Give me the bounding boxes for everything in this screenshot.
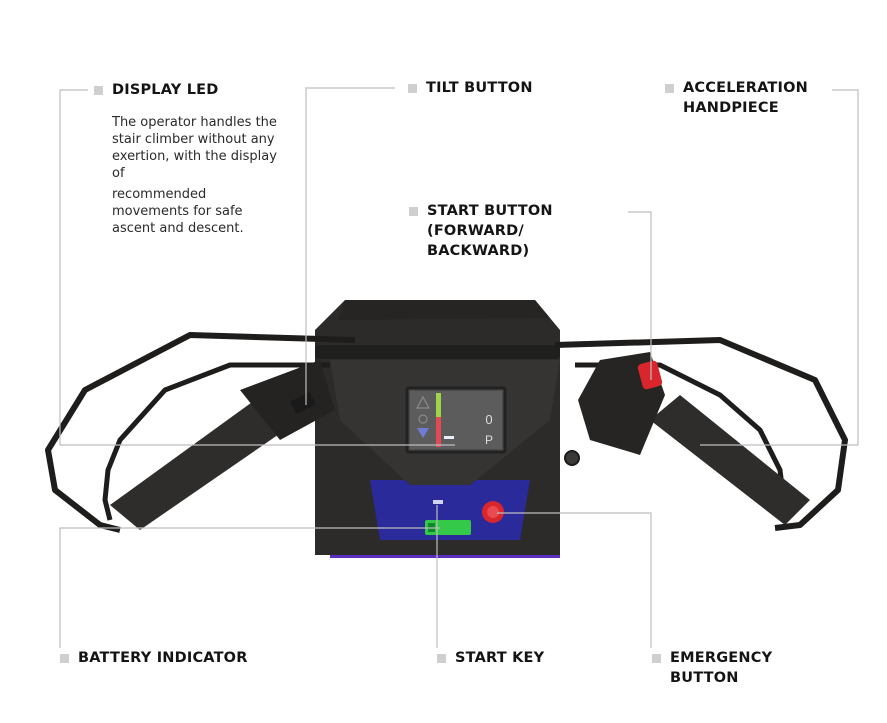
- left-outer-rail: [45, 332, 356, 533]
- callout-start-button: START BUTTON (FORWARD/ BACKWARD): [409, 201, 553, 261]
- up-arrow-icon: [415, 395, 431, 409]
- left-switch-block: [240, 360, 335, 440]
- callout-title: START BUTTON (FORWARD/ BACKWARD): [427, 203, 553, 259]
- callout-battery-indicator: BATTERY INDICATOR: [60, 648, 248, 668]
- leader-battery-indicator: [59, 527, 440, 648]
- tilt-button-part: [290, 392, 316, 414]
- display-gear-value: 0: [485, 412, 492, 427]
- cross-bar: [315, 345, 560, 359]
- callout-title: DISPLAY LED: [112, 82, 219, 98]
- display-led-description: The operator handles the stair climber w…: [112, 114, 277, 237]
- leader-emergency-button: [497, 512, 652, 648]
- callout-emergency-button: EMERGENCY BUTTON: [652, 648, 773, 688]
- callout-title: ACCELERATION HANDPIECE: [683, 80, 808, 116]
- bullet-icon: [94, 86, 103, 95]
- emergency-button-cap: [487, 506, 499, 518]
- bullet-icon: [408, 84, 417, 93]
- callout-title: EMERGENCY BUTTON: [670, 650, 773, 686]
- display-mode-value: P: [485, 433, 493, 447]
- down-arrow-icon: [417, 428, 429, 438]
- bullet-icon: [652, 654, 661, 663]
- display-bar-red: [436, 417, 441, 447]
- display-pointer: [444, 436, 454, 439]
- bullet-icon: [437, 654, 446, 663]
- right-outer-rail: [554, 337, 848, 531]
- circle-indicator-icon: [418, 414, 428, 424]
- leader-tilt-button: [305, 87, 395, 405]
- bullet-icon: [60, 654, 69, 663]
- callout-start-key: START KEY: [437, 648, 545, 668]
- right-grip: [650, 395, 810, 525]
- description-paragraph: The operator handles the stair climber w…: [112, 115, 277, 181]
- callout-title: BATTERY INDICATOR: [78, 650, 248, 666]
- side-knob: [564, 450, 580, 466]
- blue-panel: [370, 480, 530, 540]
- start-button-part: [637, 360, 663, 390]
- callout-acceleration-handpiece: ACCELERATION HANDPIECE: [665, 78, 808, 118]
- bullet-icon: [409, 207, 418, 216]
- start-key-part: [433, 500, 443, 504]
- left-grip: [110, 400, 285, 530]
- bullet-icon: [665, 84, 674, 93]
- callout-title: TILT BUTTON: [426, 80, 533, 96]
- left-inner-rail: [102, 362, 330, 521]
- description-paragraph: recommended movements for safe ascent an…: [112, 187, 244, 236]
- housing-top: [338, 300, 550, 320]
- leader-acceleration-handpiece: [700, 89, 859, 446]
- callout-tilt-button: TILT BUTTON: [408, 78, 533, 98]
- leader-start-button: [628, 211, 652, 380]
- display-bar-green: [436, 393, 441, 417]
- callout-title: START KEY: [455, 650, 545, 666]
- callout-display-led: DISPLAY LED: [94, 80, 219, 100]
- leader-display-led: [59, 89, 455, 446]
